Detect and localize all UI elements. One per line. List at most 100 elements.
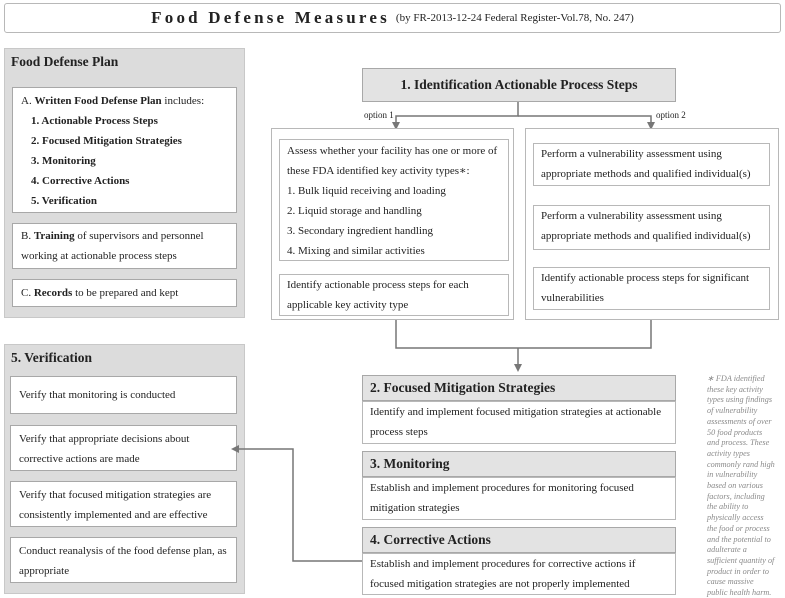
title-main: Food Defense Measures (151, 8, 390, 27)
training-box: B. Training of supervisors and personnel… (12, 223, 237, 269)
records-rest: to be prepared and kept (75, 287, 179, 299)
written-plan-rest: includes: (164, 95, 205, 107)
verification-item: Conduct reanalysis of the food defense p… (10, 537, 237, 583)
verification-item-text: Conduct reanalysis of the food defense p… (19, 545, 227, 557)
food-defense-plan-heading: Food Defense Plan (11, 54, 119, 69)
vuln-line: appropriate methods and qualified indivi… (541, 168, 751, 180)
mitigation-line: process steps (370, 426, 428, 438)
significant-vulnerabilities-box: Identify actionable process steps for si… (533, 267, 770, 310)
footnote-line: factors, including (707, 491, 765, 501)
training-line1: B. Training of supervisors and personnel (21, 226, 228, 246)
activity-item: 2. Liquid storage and handling (287, 205, 422, 217)
identify-steps-box: Identify actionable process steps for ea… (279, 274, 509, 316)
written-plan-title: A. Written Food Defense Plan includes: (21, 91, 228, 111)
verification-item-text: Verify that monitoring is conducted (19, 389, 176, 401)
records-box: C. Records to be prepared and kept (12, 279, 237, 307)
option1-label: option 1 (364, 110, 394, 120)
footnote-line: types using findings (707, 395, 773, 405)
verification-panel: 5. Verification Verify that monitoring i… (4, 344, 245, 594)
food-defense-plan-panel: Food Defense Plan A. Written Food Defens… (4, 48, 245, 318)
footnote-line: and the potential to (707, 534, 771, 544)
footnote-line: cause massive (707, 577, 754, 587)
vulnerability-assessment-box: Perform a vulnerability assessment using… (533, 205, 770, 250)
significant-line: Identify actionable process steps for si… (541, 272, 750, 284)
activity-item: 3. Secondary ingredient handling (287, 225, 434, 237)
footnote-line: the ability to (707, 502, 749, 512)
written-plan-item: 2. Focused Mitigation Strategies (31, 135, 182, 147)
monitoring-line: mitigation strategies (370, 502, 460, 514)
footnote-line: these key activity (707, 384, 763, 394)
written-plan-strong: Written Food Defense Plan (34, 95, 162, 107)
verification-item: Verify that monitoring is conducted (10, 376, 237, 414)
vuln-line: appropriate methods and qualified indivi… (541, 230, 751, 242)
training-rest: of supervisors and personnel (77, 230, 204, 242)
footnote-line: public health harm. (707, 588, 772, 598)
footnote-line: based on various (707, 481, 763, 491)
assess-line: Assess whether your facility has one or … (287, 145, 498, 157)
mitigation-line: Identify and implement focused mitigatio… (370, 406, 662, 418)
training-line2: working at actionable process steps (21, 250, 177, 262)
footnote-line: product in order to (707, 566, 769, 576)
footnote-line: sufficient quantity of (707, 555, 775, 565)
footnote-line: of vulnerability (707, 406, 758, 416)
significant-line: vulnerabilities (541, 292, 604, 304)
footnote-line: physically access (707, 513, 764, 523)
monitoring-body: Establish and implement procedures for m… (362, 477, 676, 520)
written-plan-item: 5. Verification (31, 195, 97, 207)
verification-item-text: Verify that appropriate decisions about (19, 433, 190, 445)
corrective-line: focused mitigation strategies are not pr… (370, 578, 630, 590)
monitoring-heading: 3. Monitoring (370, 456, 450, 471)
footnote-line: the food or process (707, 523, 770, 533)
option2-label: option 2 (656, 110, 686, 120)
activity-types-box: Assess whether your facility has one or … (279, 139, 509, 261)
written-plan-prefix: A. (21, 95, 32, 107)
footnote-line: and process. These (707, 438, 770, 448)
verification-item: Verify that focused mitigation strategie… (10, 481, 237, 527)
identify-line: Identify actionable process steps for ea… (287, 279, 469, 291)
option-split-line (518, 115, 655, 130)
corrective-to-verification-arrow (231, 445, 363, 562)
written-plan-item: 4. Corrective Actions (31, 175, 130, 187)
activity-item: 4. Mixing and similar activities (287, 245, 425, 257)
page-title: Food Defense Measures (by FR-2013-12-24 … (4, 3, 781, 33)
vuln-line: Perform a vulnerability assessment using (541, 148, 722, 160)
training-prefix: B. (21, 230, 32, 242)
footnote-line: adulterate a (707, 545, 747, 555)
written-plan-box: A. Written Food Defense Plan includes: 1… (12, 87, 237, 213)
monitoring-line: Establish and implement procedures for m… (370, 482, 634, 494)
verification-item-text: consistently implemented and are effecti… (19, 509, 208, 521)
mitigation-heading: 2. Focused Mitigation Strategies (370, 380, 556, 395)
footnote-line: activity types (707, 448, 750, 458)
identification-heading: 1. Identification Actionable Process Ste… (400, 77, 638, 92)
verification-item-text: Verify that focused mitigation strategie… (19, 489, 212, 501)
records-prefix: C. (21, 287, 32, 299)
mitigation-body: Identify and implement focused mitigatio… (362, 401, 676, 444)
footnote-line: assessments of over (707, 416, 772, 426)
footnote-line: commonly rand high (707, 459, 775, 469)
footnote-line: ∗ FDA identified (707, 374, 765, 383)
written-plan-item: 1. Actionable Process Steps (31, 115, 158, 127)
verification-item-text: appropriate (19, 565, 70, 577)
footnote-line: in vulnerability (707, 470, 758, 480)
training-strong: Training (33, 230, 75, 242)
mitigation-header: 2. Focused Mitigation Strategies (362, 375, 676, 401)
verification-heading: 5. Verification (11, 350, 92, 365)
assess-line: these FDA identified key activity types∗… (287, 165, 470, 177)
identify-line: applicable key activity type (287, 299, 409, 311)
activity-item: 1. Bulk liquid receiving and loading (287, 185, 446, 197)
option-split-line (392, 102, 519, 130)
monitoring-header: 3. Monitoring (362, 451, 676, 477)
merge-line (395, 320, 652, 349)
footnote: ∗ FDA identified these key activity type… (707, 374, 785, 598)
records-strong: Records (33, 287, 73, 299)
verification-item-text: corrective actions are made (19, 453, 140, 465)
footnote-line: 50 food products (707, 427, 763, 437)
corrective-line: Establish and implement procedures for c… (370, 558, 636, 570)
vulnerability-assessment-box: Perform a vulnerability assessment using… (533, 143, 770, 186)
corrective-body: Establish and implement procedures for c… (362, 553, 676, 595)
identification-header: 1. Identification Actionable Process Ste… (362, 68, 676, 102)
corrective-header: 4. Corrective Actions (362, 527, 676, 553)
corrective-heading: 4. Corrective Actions (370, 532, 491, 547)
title-sub: (by FR-2013-12-24 Federal Register-Vol.7… (395, 12, 634, 24)
vuln-line: Perform a vulnerability assessment using (541, 210, 722, 222)
